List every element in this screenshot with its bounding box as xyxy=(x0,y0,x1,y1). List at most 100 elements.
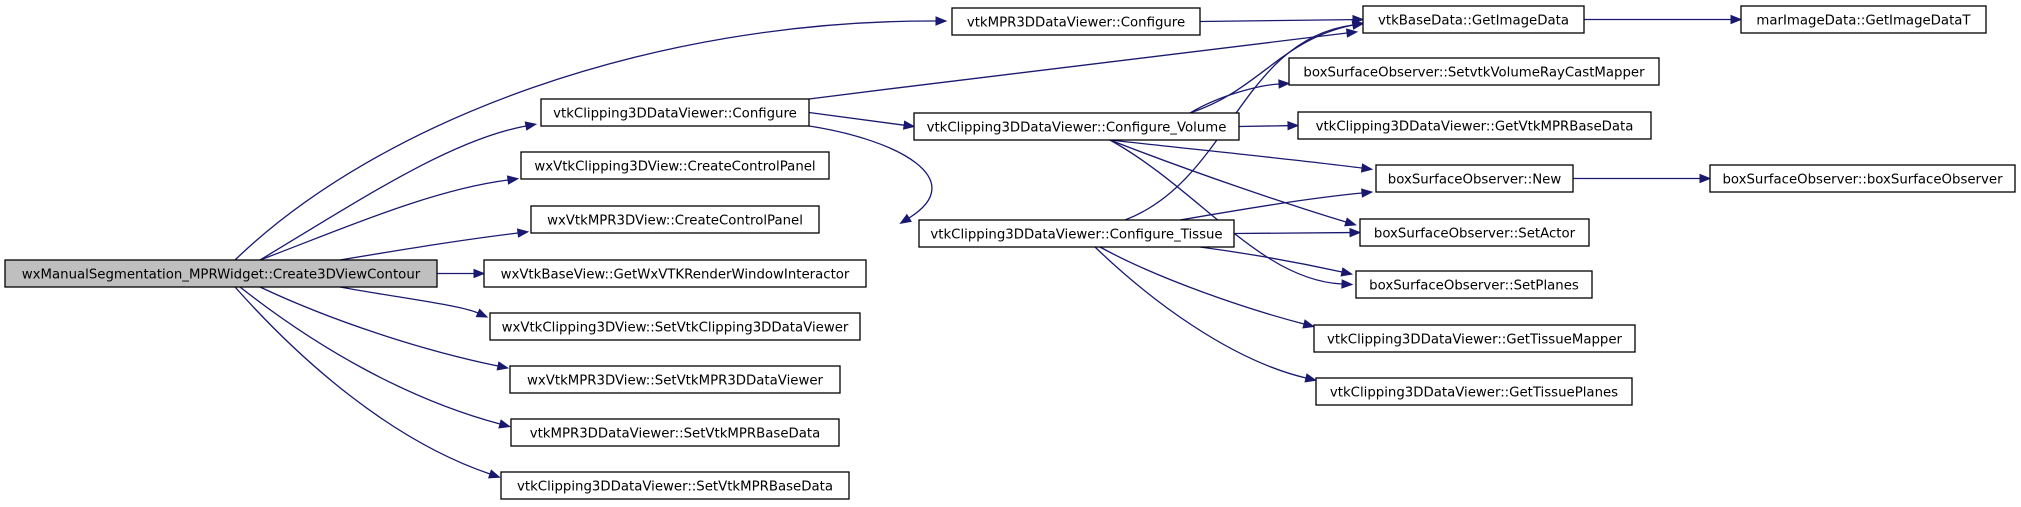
edge-mpr_configure-to-getimagedata xyxy=(1199,14,1365,25)
arrowhead-icon xyxy=(1361,188,1374,198)
function-node-getwxvtk[interactable]: wxVtkBaseView::GetWxVTKRenderWindowInter… xyxy=(483,259,867,288)
arrowhead-icon xyxy=(1304,373,1318,383)
function-node-clip_configure[interactable]: vtkClipping3DDataViewer::Configure xyxy=(540,98,810,127)
edge-line xyxy=(1094,246,1307,379)
function-node-gettissuemapper[interactable]: vtkClipping3DDataViewer::GetTissueMapper xyxy=(1313,324,1636,353)
arrowhead-icon xyxy=(1345,28,1359,38)
function-node-clip_setbase[interactable]: vtkClipping3DDataViewer::SetVtkMPRBaseDa… xyxy=(500,471,850,500)
arrowhead-icon xyxy=(1699,173,1712,184)
function-node-mpr_configure[interactable]: vtkMPR3DDataViewer::Configure xyxy=(951,7,1201,36)
edge-root-to-wxmpr_ccp xyxy=(339,228,530,261)
arrowhead-icon xyxy=(1360,163,1374,173)
node-label: wxVtkClipping3DView::CreateControlPanel xyxy=(534,160,815,175)
edge-line xyxy=(1233,231,1351,235)
edge-line xyxy=(259,125,527,261)
arrowhead-icon xyxy=(1351,20,1365,30)
node-box xyxy=(530,205,820,234)
edge-line xyxy=(1109,139,1363,169)
node-box xyxy=(1313,324,1636,353)
function-node-getimagedata[interactable]: vtkBaseData::GetImageData xyxy=(1362,5,1585,34)
edge-line xyxy=(234,20,937,261)
edge-root-to-clip_configure xyxy=(259,121,538,261)
arrowhead-icon xyxy=(902,120,916,130)
node-box xyxy=(483,259,867,288)
node-label: vtkClipping3DDataViewer::Configure_Volum… xyxy=(927,121,1227,136)
node-label: vtkBaseData::GetImageData xyxy=(1378,14,1569,29)
function-node-setraycast[interactable]: boxSurfaceObserver::SetvtkVolumeRayCastM… xyxy=(1288,57,1660,86)
node-label: wxVtkBaseView::GetWxVTKRenderWindowInter… xyxy=(501,268,850,283)
function-node-gettissueplanes[interactable]: vtkClipping3DDataViewer::GetTissuePlanes xyxy=(1315,377,1633,406)
edge-clip_configure-to-conf_volume xyxy=(808,111,916,130)
arrowhead-icon xyxy=(1287,120,1300,131)
function-node-conf_volume[interactable]: vtkClipping3DDataViewer::Configure_Volum… xyxy=(913,112,1240,141)
edge-line xyxy=(239,286,501,425)
edge-conf_volume-to-setraycast xyxy=(1189,79,1291,114)
node-label: boxSurfaceObserver::SetActor xyxy=(1374,227,1576,242)
root-function-node[interactable]: wxManualSegmentation_MPRWidget::Create3D… xyxy=(4,259,438,288)
edge-root-to-clip_setbase xyxy=(234,286,501,479)
edge-line xyxy=(1189,83,1280,114)
edge-line xyxy=(808,125,933,219)
arrowhead-icon xyxy=(506,175,520,185)
function-node-wxmpr_ccp[interactable]: wxVtkMPR3DView::CreateControlPanel xyxy=(530,205,820,234)
edge-line xyxy=(1189,24,1354,114)
node-box xyxy=(1375,164,1574,193)
function-node-bso_setactor[interactable]: boxSurfaceObserver::SetActor xyxy=(1359,218,1590,247)
function-node-setclipviewer[interactable]: wxVtkClipping3DView::SetVtkClipping3DDat… xyxy=(489,312,861,341)
node-label: wxManualSegmentation_MPRWidget::Create3D… xyxy=(22,268,421,283)
node-box xyxy=(1288,57,1660,86)
function-node-wxclip_ccp[interactable]: wxVtkClipping3DView::CreateControlPanel xyxy=(520,151,830,180)
node-box xyxy=(489,312,861,341)
node-box xyxy=(913,112,1240,141)
function-node-mpr_setbase[interactable]: vtkMPR3DDataViewer::SetVtkMPRBaseData xyxy=(510,418,840,447)
node-label: vtkMPR3DDataViewer::Configure xyxy=(967,16,1185,31)
arrowhead-icon xyxy=(524,121,538,131)
function-node-setmprviewer[interactable]: wxVtkMPR3DView::SetVtkMPR3DDataViewer xyxy=(509,365,841,394)
node-box xyxy=(1740,5,1987,34)
function-node-conf_tissue[interactable]: vtkClipping3DDataViewer::Configure_Tissu… xyxy=(918,219,1235,248)
node-label: wxVtkMPR3DView::CreateControlPanel xyxy=(547,214,803,229)
function-node-getimagedatat[interactable]: marImageData::GetImageDataT xyxy=(1740,5,1987,34)
edge-conf_tissue-to-gettissueplanes xyxy=(1094,246,1318,383)
edge-root-to-setclipviewer xyxy=(339,286,489,318)
function-node-bso_ctor[interactable]: boxSurfaceObserver::boxSurfaceObserver xyxy=(1709,164,2016,193)
node-label: vtkClipping3DDataViewer::SetVtkMPRBaseDa… xyxy=(517,480,833,495)
node-label: boxSurfaceObserver::SetvtkVolumeRayCastM… xyxy=(1303,66,1645,81)
node-box xyxy=(1297,111,1652,140)
arrowhead-icon xyxy=(1302,319,1315,329)
nodes-layer: wxManualSegmentation_MPRWidget::Create3D… xyxy=(4,5,2016,500)
edge-conf_tissue-to-bso_new xyxy=(1179,188,1374,221)
edge-line xyxy=(339,286,479,314)
node-label: boxSurfaceObserver::New xyxy=(1388,173,1562,188)
edge-line xyxy=(1099,246,1305,325)
node-box xyxy=(500,471,850,500)
arrowhead-icon xyxy=(475,308,489,318)
node-box xyxy=(1709,164,2016,193)
edge-line xyxy=(1199,246,1343,273)
node-label: boxSurfaceObserver::boxSurfaceObserver xyxy=(1722,173,2003,188)
edge-root-to-getwxvtk xyxy=(437,268,486,279)
edge-conf_tissue-to-gettissuemapper xyxy=(1099,246,1315,329)
edge-line xyxy=(808,32,1348,100)
edge-line xyxy=(1179,192,1363,221)
edge-root-to-mpr_configure xyxy=(234,16,948,261)
arrowhead-icon xyxy=(1344,217,1357,227)
edge-root-to-wxclip_ccp xyxy=(259,175,520,261)
node-box xyxy=(510,418,840,447)
function-node-bso_new[interactable]: boxSurfaceObserver::New xyxy=(1375,164,1574,193)
arrowhead-icon xyxy=(1278,79,1291,89)
edge-line xyxy=(339,232,519,261)
function-node-bso_setplanes[interactable]: boxSurfaceObserver::SetPlanes xyxy=(1355,270,1593,299)
edge-line xyxy=(234,286,491,475)
edge-line xyxy=(259,286,499,367)
node-label: boxSurfaceObserver::SetPlanes xyxy=(1369,279,1579,294)
function-node-getvtkmprbase[interactable]: vtkClipping3DDataViewer::GetVtkMPRBaseDa… xyxy=(1297,111,1652,140)
node-label: vtkMPR3DDataViewer::SetVtkMPRBaseData xyxy=(530,427,821,442)
node-box xyxy=(951,7,1201,36)
node-box xyxy=(540,98,810,127)
node-box xyxy=(918,219,1235,248)
edge-root-to-setmprviewer xyxy=(259,286,510,371)
arrowhead-icon xyxy=(496,361,510,371)
arrowhead-icon xyxy=(1341,279,1354,289)
arrowhead-icon xyxy=(516,228,530,238)
